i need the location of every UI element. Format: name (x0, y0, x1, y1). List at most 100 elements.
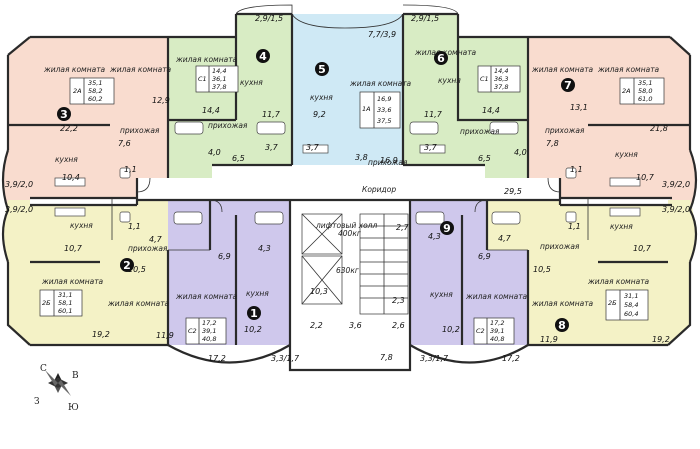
svg-text:12,9: 12,9 (152, 96, 170, 105)
svg-text:60,2: 60,2 (88, 95, 102, 103)
apartment-9-marker[interactable]: 9 (440, 221, 454, 235)
apartment-6-marker[interactable]: 6 (434, 51, 448, 65)
apartment-1-marker[interactable]: 1 (247, 306, 261, 320)
svg-text:11,9: 11,9 (540, 335, 558, 344)
door-markers (136, 177, 561, 213)
svg-text:39,1: 39,1 (490, 327, 504, 335)
corridor-label: Коридор (362, 185, 396, 194)
apartment-8-marker[interactable]: 8 (555, 318, 569, 332)
svg-text:60,4: 60,4 (624, 310, 638, 318)
svg-text:58,4: 58,4 (624, 301, 638, 309)
svg-text:3,8: 3,8 (355, 153, 368, 162)
apartment-2-bay (4, 200, 30, 262)
svg-text:36,1: 36,1 (212, 75, 226, 83)
room-label-kitchen: кухня (240, 78, 263, 87)
svg-text:7,7/3,9: 7,7/3,9 (368, 30, 396, 39)
apartment-6-area[interactable] (403, 14, 528, 178)
inner-walls (8, 37, 690, 345)
svg-text:4,3: 4,3 (428, 232, 441, 241)
room-label-living: жилая комната (109, 65, 172, 74)
svg-text:1,1: 1,1 (124, 165, 137, 174)
svg-text:2,6: 2,6 (392, 321, 405, 330)
room-label-hall: прихожая (545, 126, 585, 135)
apartment-6-info: С1 14,4 36,3 37,8 (477, 65, 521, 93)
svg-text:С1: С1 (198, 75, 207, 83)
svg-text:19,2: 19,2 (652, 335, 670, 344)
svg-text:40,8: 40,8 (202, 335, 216, 343)
svg-text:4,0: 4,0 (514, 148, 527, 157)
apartment-5-marker[interactable]: 5 (315, 62, 329, 76)
svg-text:3,3/1,7: 3,3/1,7 (271, 354, 300, 363)
svg-text:2Б: 2Б (42, 299, 51, 307)
svg-text:37,8: 37,8 (494, 83, 508, 91)
svg-text:1,1: 1,1 (570, 165, 583, 174)
svg-text:10,4: 10,4 (62, 173, 80, 182)
svg-text:9,2: 9,2 (313, 110, 326, 119)
compass-north: С (40, 364, 47, 374)
apartment-4-area[interactable] (168, 14, 292, 178)
svg-text:3,9/2,0: 3,9/2,0 (5, 180, 33, 189)
compass-east: В (72, 371, 79, 381)
area-labels: 22,2 12,9 7,6 10,4 3,9/2,0 3,9/2,0 1,1 4… (5, 14, 690, 363)
room-label-kitchen: кухня (438, 76, 461, 85)
room-label-hall: прихожая (368, 158, 408, 167)
room-label-hall: прихожая (460, 127, 500, 136)
stairwell (359, 213, 409, 315)
apartment-7-info: 2А 35,1 58,0 61,0 (619, 77, 665, 105)
apartment-2-marker[interactable]: 2 (120, 258, 134, 272)
room-label-living: жилая комната (43, 65, 106, 74)
svg-text:С2: С2 (476, 327, 485, 335)
svg-text:10,2: 10,2 (442, 325, 460, 334)
svg-text:11,9: 11,9 (156, 331, 174, 340)
svg-text:7,8: 7,8 (546, 139, 559, 148)
svg-text:4: 4 (259, 50, 267, 63)
room-label-living: жилая комната (531, 65, 594, 74)
svg-text:60,1: 60,1 (58, 307, 72, 315)
room-label-living: жилая комната (531, 299, 594, 308)
svg-text:4,3: 4,3 (258, 244, 271, 253)
room-label-hall: прихожая (540, 242, 580, 251)
svg-text:35,1: 35,1 (638, 79, 652, 87)
svg-text:6,9: 6,9 (478, 252, 491, 261)
svg-text:2,2: 2,2 (310, 321, 323, 330)
apartment-7-bay (670, 150, 695, 210)
svg-text:4,0: 4,0 (208, 148, 221, 157)
svg-text:3,6: 3,6 (349, 321, 362, 330)
svg-text:14,4: 14,4 (212, 67, 226, 75)
svg-text:2,3: 2,3 (392, 296, 405, 305)
bathroom-fixtures (54, 121, 641, 225)
apartment-7-area[interactable] (528, 37, 690, 198)
svg-text:22,2: 22,2 (60, 124, 78, 133)
svg-text:4,7: 4,7 (149, 235, 163, 244)
apartment-3-area[interactable] (8, 37, 168, 198)
svg-text:2А: 2А (622, 87, 631, 95)
outer-walls (1, 4, 698, 372)
svg-text:2Б: 2Б (608, 299, 617, 307)
room-label-kitchen: кухня (430, 290, 453, 299)
svg-text:8: 8 (558, 319, 566, 332)
svg-text:3,9/2,0: 3,9/2,0 (662, 180, 690, 189)
svg-text:6,5: 6,5 (478, 154, 491, 163)
room-labels: жилая комната жилая комната прихожая кух… (41, 48, 660, 308)
svg-text:36,3: 36,3 (494, 75, 508, 83)
svg-text:10,3: 10,3 (310, 287, 328, 296)
svg-text:14,4: 14,4 (482, 106, 500, 115)
apartment-8-info: 2Б 31,1 58,4 60,4 (605, 289, 649, 321)
apartment-3-info: 2А 35,1 58,2 60,2 (69, 77, 115, 105)
svg-text:16,9: 16,9 (377, 95, 391, 103)
apartment-4-marker[interactable]: 4 (256, 49, 270, 63)
apartment-3-marker[interactable]: 3 (57, 107, 71, 121)
svg-text:14,4: 14,4 (494, 67, 508, 75)
svg-text:17,2: 17,2 (502, 354, 520, 363)
svg-text:61,0: 61,0 (638, 95, 652, 103)
svg-text:9: 9 (443, 222, 451, 235)
apartment-7-marker[interactable]: 7 (561, 78, 575, 92)
svg-text:58,1: 58,1 (58, 299, 72, 307)
apartment-3-bay (4, 150, 30, 210)
apartment-2-info: 2Б 31,1 58,1 60,1 (39, 289, 83, 317)
room-label-kitchen: кухня (55, 155, 78, 164)
svg-text:31,1: 31,1 (624, 292, 638, 300)
room-label-living: жилая комната (107, 299, 170, 308)
apartment-9-info: С2 17,2 39,1 40,8 (473, 317, 515, 345)
